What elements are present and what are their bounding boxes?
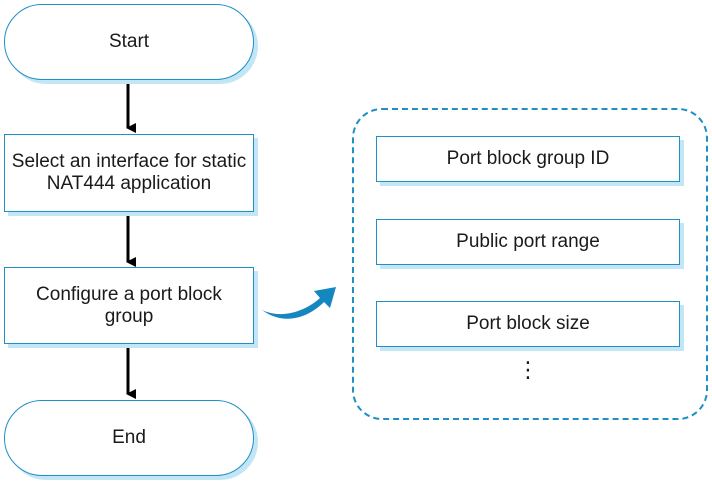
start-node: Start bbox=[4, 4, 254, 80]
more-items-ellipsis: ⋮ bbox=[517, 357, 539, 382]
port-block-size-item: Port block size bbox=[376, 301, 680, 347]
public-port-range-item: Public port range bbox=[376, 219, 680, 265]
start-label: Start bbox=[108, 31, 150, 52]
end-label: End bbox=[112, 427, 146, 448]
end-node: End bbox=[4, 400, 254, 476]
port-block-group-id-label: Port block group ID bbox=[446, 148, 610, 169]
select-interface-step: Select an interface for static NAT444 ap… bbox=[4, 134, 254, 212]
configure-port-block-step: Configure a port block group bbox=[4, 267, 254, 344]
port-block-group-frame bbox=[352, 108, 708, 420]
public-port-range-label: Public port range bbox=[456, 231, 600, 252]
curved-arrow-to-group bbox=[262, 287, 336, 319]
select-interface-label: Select an interface for static NAT444 ap… bbox=[11, 151, 247, 194]
port-block-size-label: Port block size bbox=[466, 313, 590, 334]
configure-port-block-label: Configure a port block group bbox=[36, 283, 222, 327]
port-block-group-id-item: Port block group ID bbox=[376, 136, 680, 182]
